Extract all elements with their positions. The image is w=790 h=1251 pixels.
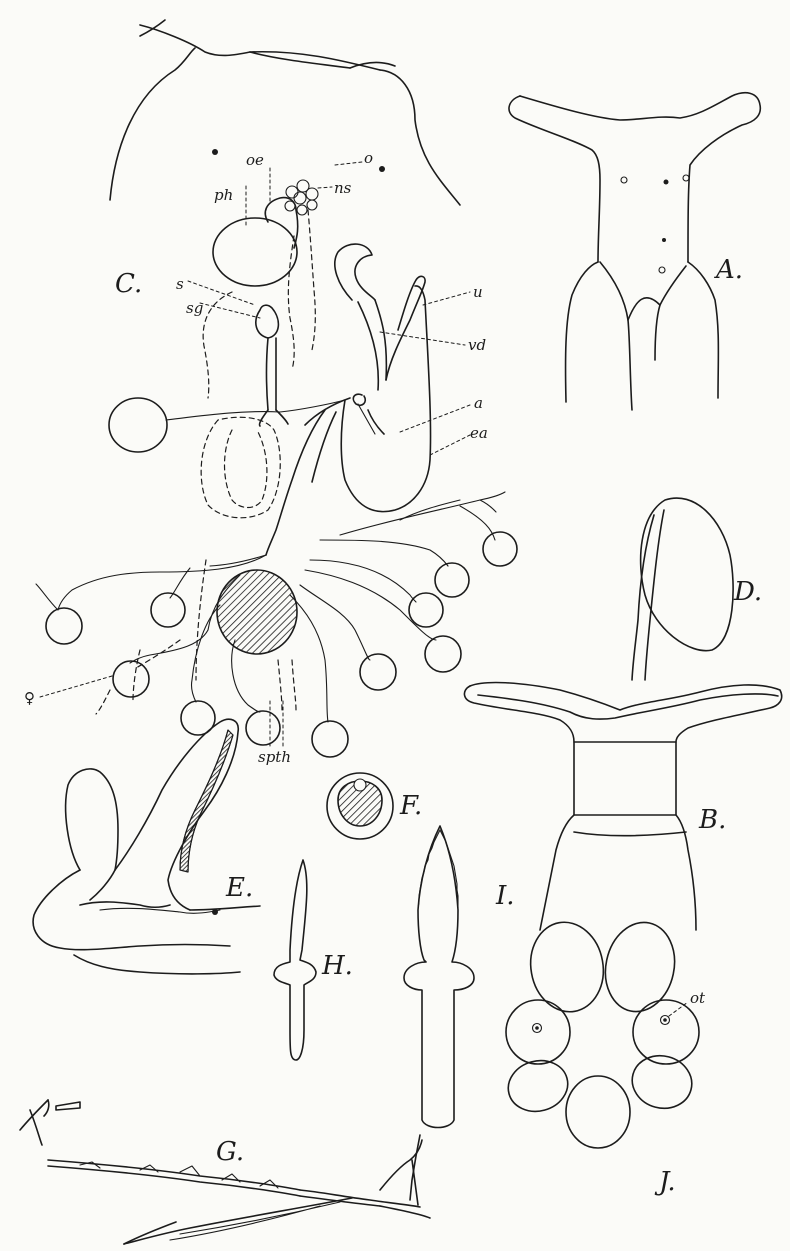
body-outline (110, 20, 460, 205)
figure-a: A. (509, 93, 760, 410)
figure-h: H. (274, 860, 353, 1060)
label-u: u (473, 283, 483, 301)
label-s: s (176, 275, 184, 293)
label-oe: oe (246, 151, 264, 169)
label-ea: ea (470, 424, 488, 442)
label-female: ♀ (24, 689, 35, 707)
figure-i: I. (404, 826, 515, 1128)
accessory-gland (341, 286, 430, 512)
figure-c: oe ns ph o s sg u vd a ea ♀ spth C. (24, 20, 517, 766)
label-figure-f: F. (399, 791, 422, 821)
label-figure-e: E. (225, 873, 253, 903)
eye-spot (379, 166, 385, 172)
label-figure-b: B. (698, 805, 726, 835)
label-figure-a: A. (714, 255, 743, 285)
label-figure-j: J. (654, 1167, 676, 1197)
label-ns: ns (334, 179, 352, 197)
label-ph: ph (214, 186, 233, 204)
spermatheca (217, 570, 297, 654)
label-spth: spth (258, 748, 291, 766)
figure-e: E. (33, 719, 260, 974)
label-figure-g: G. (216, 1137, 244, 1167)
label-o: o (364, 149, 373, 167)
label-ot: ot (690, 989, 706, 1007)
ovum-left (109, 398, 167, 452)
label-sg: sg (186, 299, 203, 317)
nerve-cells (285, 180, 318, 215)
stomach (256, 305, 279, 338)
figure-j: ot J. (503, 916, 706, 1197)
label-figure-c: C. (115, 269, 142, 299)
label-figure-d: D. (733, 577, 762, 607)
label-figure-i: I. (495, 881, 515, 911)
label-a: a (474, 394, 483, 412)
label-figure-h: H. (321, 951, 353, 981)
label-vd: vd (468, 336, 486, 354)
figure-g: G. (20, 1100, 430, 1244)
pharynx (213, 218, 297, 286)
figure-d: D. (632, 498, 762, 680)
figure-f: F. (327, 773, 422, 839)
